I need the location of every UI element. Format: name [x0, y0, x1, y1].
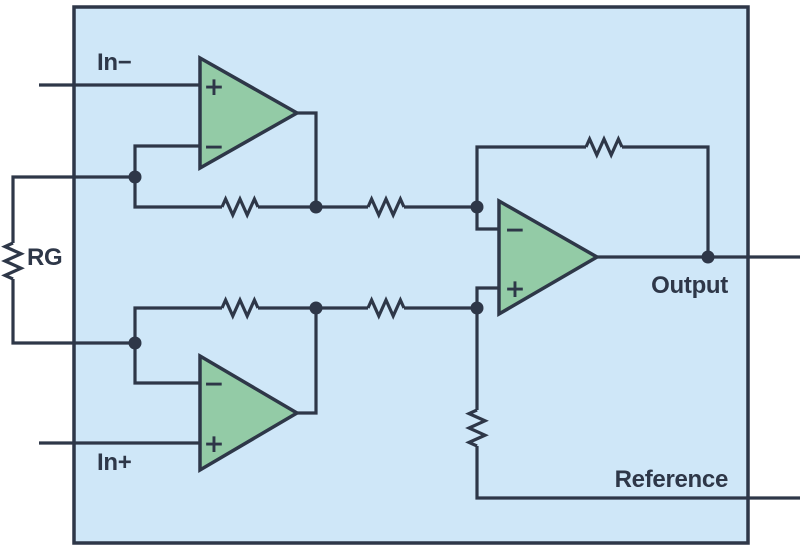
resistor-difference-feedback	[584, 135, 624, 159]
junction-bottom-amp-output	[309, 301, 323, 315]
difference-amp-noninverting-sign-icon: +	[505, 274, 526, 303]
opamp-input-bottom	[198, 352, 301, 474]
junction-top-amp-output	[309, 200, 323, 214]
opamp-input-top	[198, 54, 301, 172]
resistor-bottom-outer	[366, 296, 406, 320]
top-amp-inverting-sign-icon: −	[204, 132, 225, 161]
junction-difference-noninverting	[470, 301, 484, 315]
bottom-amp-noninverting-sign-icon: +	[204, 429, 225, 458]
top-amp-noninverting-sign-icon: +	[204, 72, 225, 101]
resistor-gain-rg	[1, 241, 25, 281]
reference-branch-wire	[475, 286, 800, 500]
junction-difference-inverting	[470, 200, 484, 214]
bottom-amp-output-wire	[296, 308, 318, 415]
junction-output	[701, 250, 715, 264]
opamp-difference	[497, 197, 601, 318]
difference-amp-inverting-sign-icon: −	[505, 215, 526, 244]
output-label: Output	[651, 272, 728, 299]
resistor-reference	[465, 408, 489, 448]
top-amp-output-wire	[296, 111, 318, 207]
in-minus-label: In−	[97, 49, 132, 76]
bottom-amp-inverting-sign-icon: −	[204, 369, 225, 398]
gain-resistor-loop-wire	[11, 175, 135, 345]
junction-bottom-rg-node	[128, 336, 142, 350]
reference-label: Reference	[615, 466, 728, 493]
difference-amp-feedback-wire	[475, 145, 710, 257]
junction-top-rg-node	[128, 170, 142, 184]
resistor-bottom-inner	[220, 296, 260, 320]
resistor-top-inner	[220, 195, 260, 219]
ic-boundary-box	[72, 5, 750, 545]
gain-resistor-label: RG	[27, 244, 62, 271]
in-plus-label: In+	[97, 449, 132, 476]
resistor-top-outer	[366, 195, 406, 219]
